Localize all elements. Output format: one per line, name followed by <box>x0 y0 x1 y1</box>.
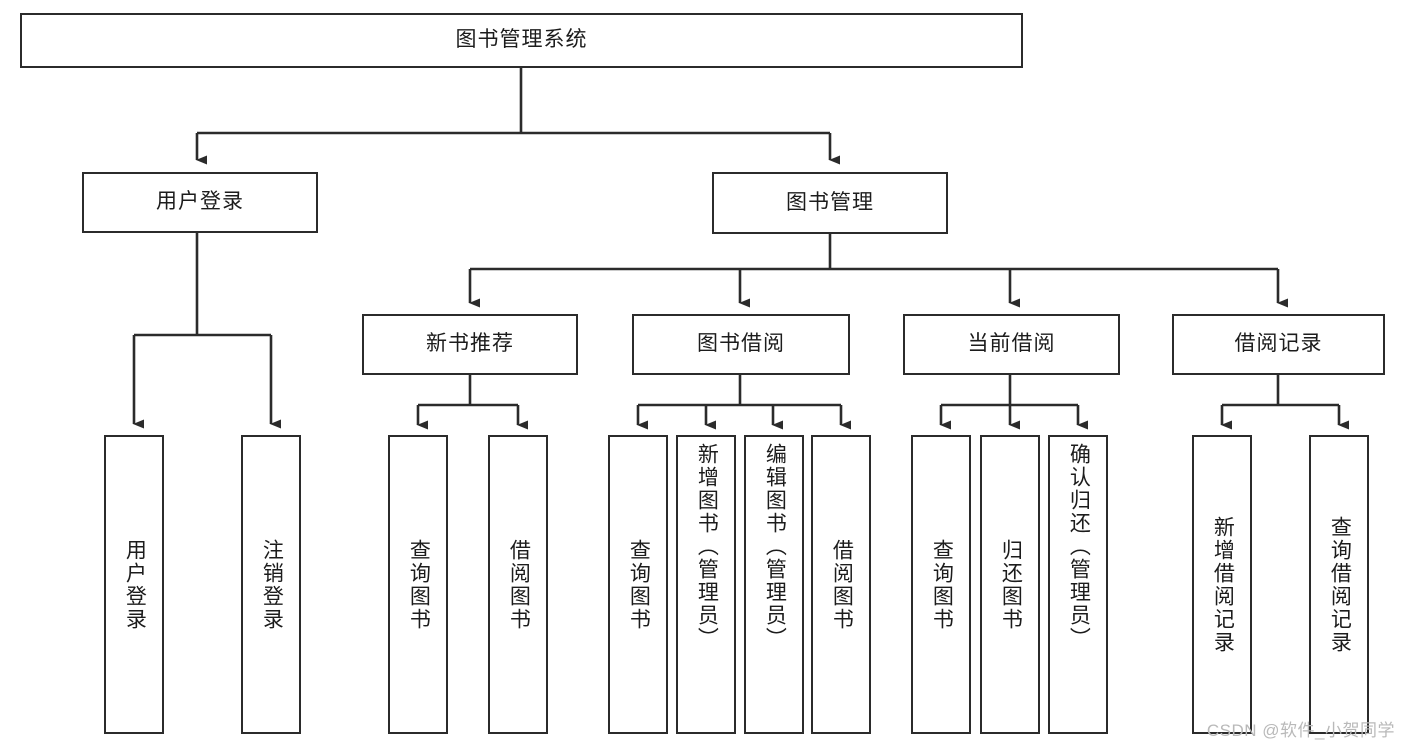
node-current-borrow-label: 当前借阅 <box>967 332 1056 356</box>
node-leaf-add-record[interactable]: 新增借阅记录 <box>1192 435 1252 734</box>
node-root[interactable]: 图书管理系统 <box>20 13 1023 68</box>
node-leaf-query-book-2[interactable]: 查询图书 <box>608 435 668 734</box>
node-leaf-user-login-label: 用户登录 <box>123 538 147 631</box>
node-leaf-logout-label: 注销登录 <box>260 538 284 631</box>
node-borrow-record[interactable]: 借阅记录 <box>1172 314 1385 375</box>
node-root-label: 图书管理系统 <box>455 28 588 52</box>
node-user-login[interactable]: 用户登录 <box>82 172 318 233</box>
node-leaf-confirm-return-label: 确认归还（管理员） <box>1067 443 1091 650</box>
node-leaf-add-book-label: 新增图书（管理员） <box>695 443 719 650</box>
node-book-borrow-label: 图书借阅 <box>697 332 785 356</box>
node-leaf-query-record[interactable]: 查询借阅记录 <box>1309 435 1369 734</box>
node-current-borrow[interactable]: 当前借阅 <box>903 314 1120 375</box>
node-borrow-record-label: 借阅记录 <box>1234 332 1323 356</box>
node-leaf-query-book-3-label: 查询图书 <box>930 538 954 631</box>
node-book-manage-label: 图书管理 <box>786 190 874 214</box>
node-leaf-confirm-return[interactable]: 确认归还（管理员） <box>1048 435 1108 734</box>
node-leaf-logout[interactable]: 注销登录 <box>241 435 301 734</box>
node-user-login-label: 用户登录 <box>156 190 244 214</box>
node-new-book-rec[interactable]: 新书推荐 <box>362 314 578 375</box>
node-leaf-query-book-3[interactable]: 查询图书 <box>911 435 971 734</box>
node-leaf-borrow-book-2-label: 借阅图书 <box>830 538 854 631</box>
node-leaf-return-book[interactable]: 归还图书 <box>980 435 1040 734</box>
node-book-manage[interactable]: 图书管理 <box>712 172 948 234</box>
node-leaf-edit-book[interactable]: 编辑图书（管理员） <box>744 435 804 734</box>
node-leaf-query-book-1[interactable]: 查询图书 <box>388 435 448 734</box>
node-leaf-query-book-1-label: 查询图书 <box>407 538 431 631</box>
node-leaf-borrow-book-1[interactable]: 借阅图书 <box>488 435 548 734</box>
node-book-borrow[interactable]: 图书借阅 <box>632 314 850 375</box>
node-new-book-rec-label: 新书推荐 <box>426 332 514 356</box>
node-leaf-query-book-2-label: 查询图书 <box>627 538 651 631</box>
node-leaf-borrow-book-2[interactable]: 借阅图书 <box>811 435 871 734</box>
node-leaf-query-record-label: 查询借阅记录 <box>1328 515 1352 654</box>
node-leaf-add-record-label: 新增借阅记录 <box>1211 515 1235 654</box>
node-leaf-edit-book-label: 编辑图书（管理员） <box>763 443 787 650</box>
node-leaf-add-book[interactable]: 新增图书（管理员） <box>676 435 736 734</box>
node-leaf-borrow-book-1-label: 借阅图书 <box>507 538 531 631</box>
csdn-watermark: CSDN @软件_小贺同学 <box>1206 721 1395 740</box>
node-leaf-return-book-label: 归还图书 <box>999 538 1023 631</box>
node-leaf-user-login[interactable]: 用户登录 <box>104 435 164 734</box>
